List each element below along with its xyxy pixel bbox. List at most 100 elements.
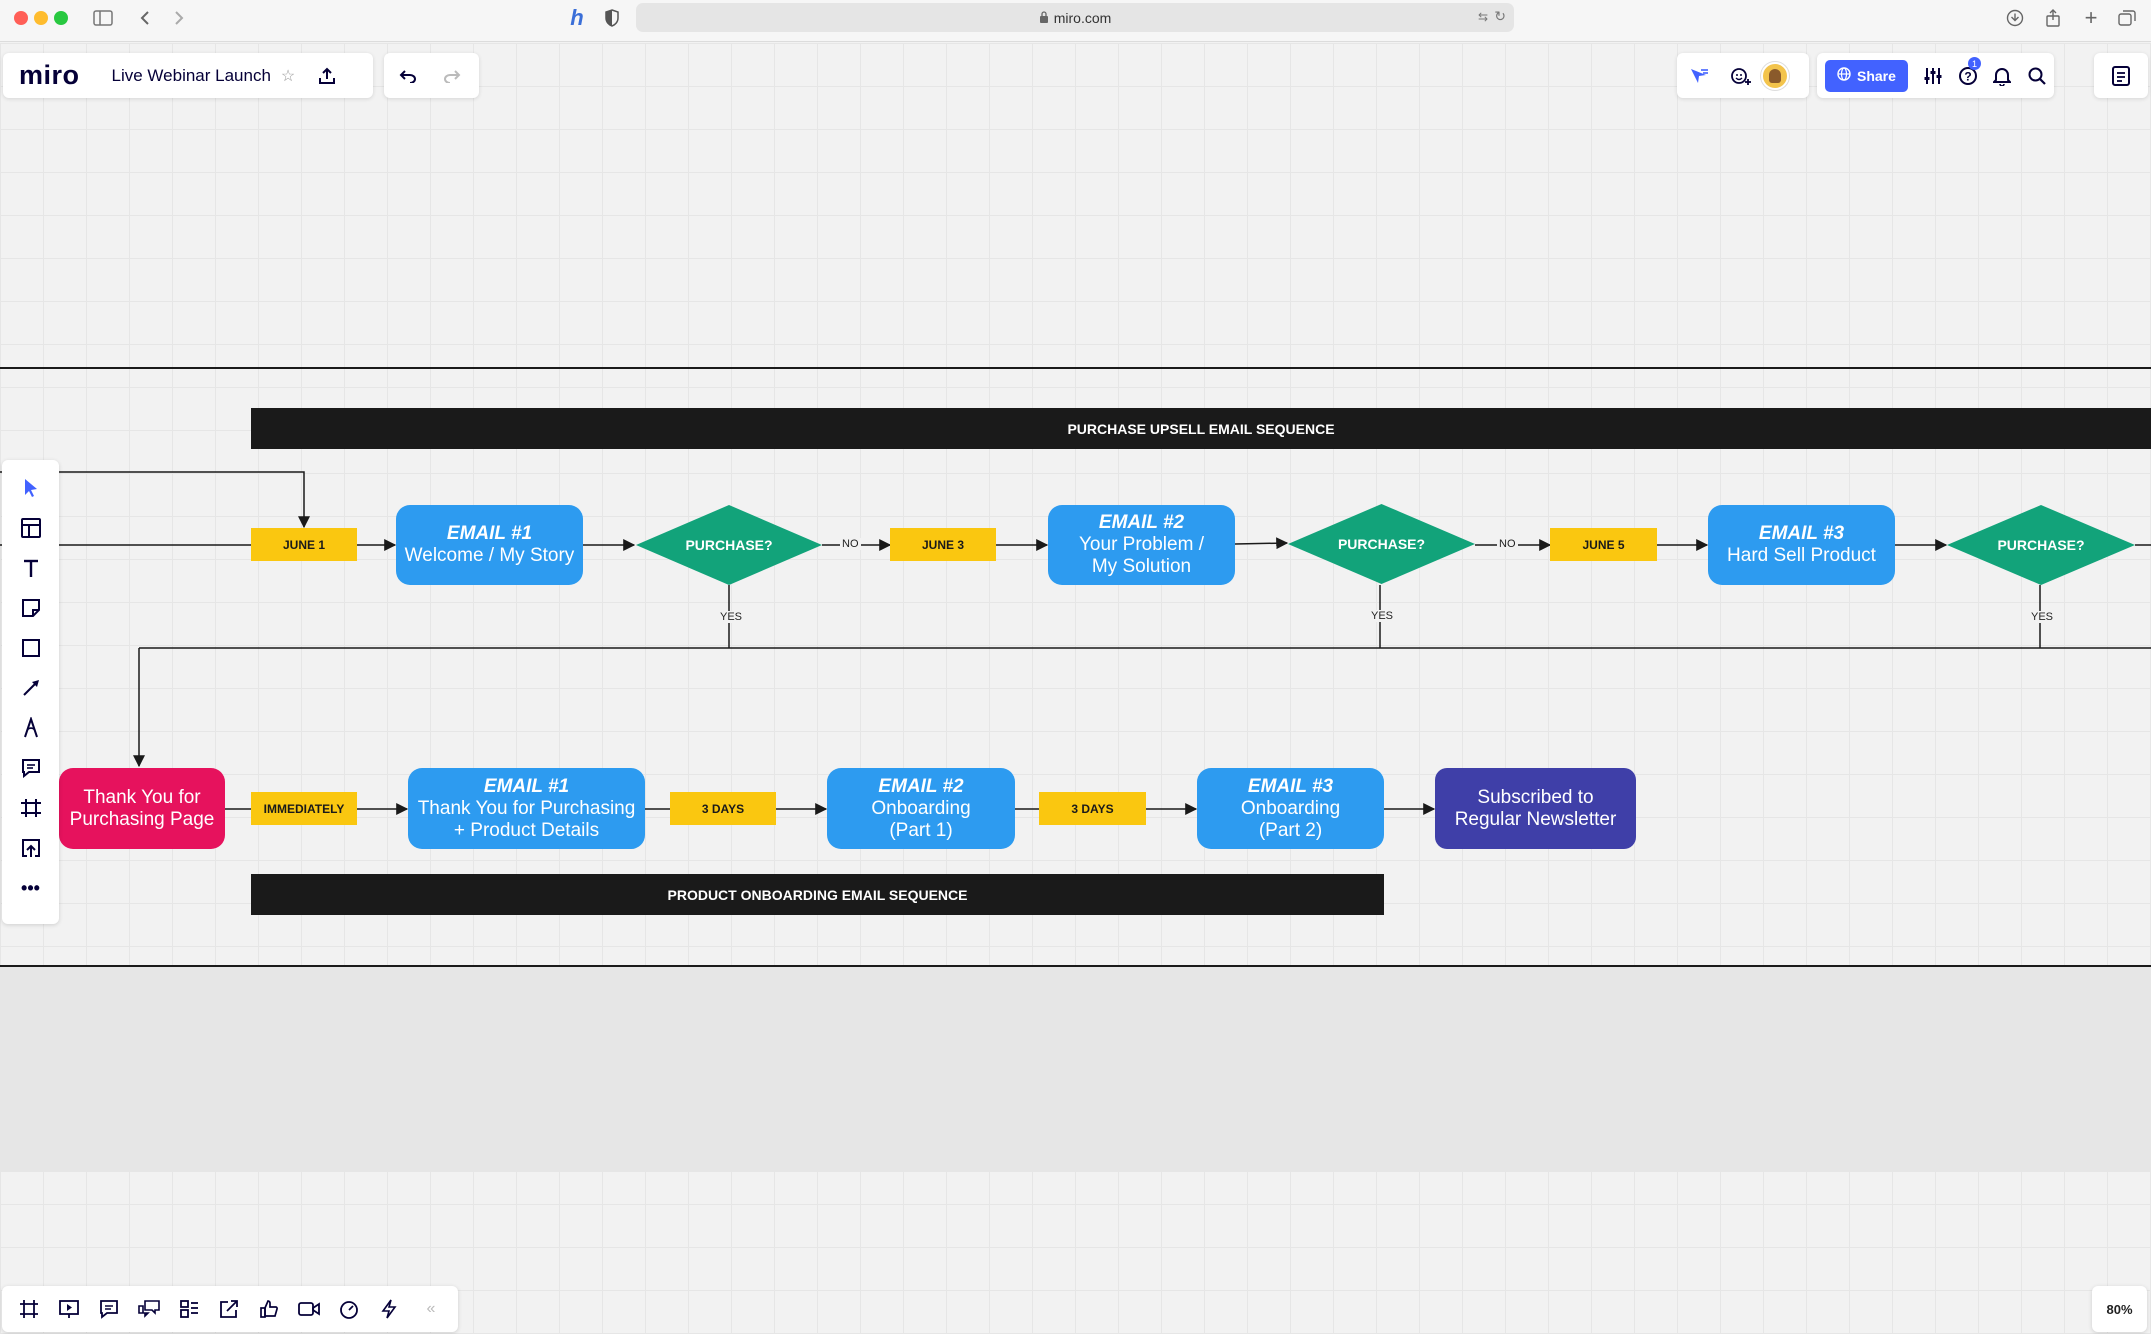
back-icon[interactable]	[136, 6, 154, 30]
forward-icon[interactable]	[170, 6, 188, 30]
more-icon[interactable]: •••	[21, 877, 40, 898]
purchase-decision-3[interactable]: PURCHASE?	[1947, 505, 2135, 585]
onboarding-sequence-header[interactable]: PRODUCT ONBOARDING EMAIL SEQUENCE	[251, 874, 1384, 915]
video-icon[interactable]	[292, 1292, 326, 1326]
invite-collaborator-icon[interactable]	[1721, 53, 1761, 98]
yes-label-2: YES	[1369, 610, 1396, 622]
upsell-sequence-header[interactable]: PURCHASE UPSELL EMAIL SEQUENCE	[251, 408, 2151, 449]
templates-icon[interactable]	[2, 510, 59, 546]
connection-line-icon[interactable]	[2, 670, 59, 706]
onboarding-email-2[interactable]: EMAIL #2 Onboarding (Part 1)	[827, 768, 1015, 849]
avatar[interactable]	[1761, 61, 1789, 90]
onboarding-email-1[interactable]: EMAIL #1 Thank You for Purchasing + Prod…	[408, 768, 645, 849]
new-tab-icon[interactable]: +	[2084, 5, 2098, 30]
star-icon[interactable]: ☆	[280, 67, 296, 85]
search-icon[interactable]	[2019, 53, 2054, 98]
upsell-email-3-title: EMAIL #3	[1758, 523, 1845, 544]
translate-icon[interactable]: ⇆	[1477, 10, 1488, 24]
sticky-note-icon[interactable]	[2, 590, 59, 626]
timing-3-days-2[interactable]: 3 DAYS	[1039, 792, 1146, 825]
cards-icon[interactable]	[172, 1292, 206, 1326]
select-icon[interactable]	[2, 470, 59, 506]
upsell-email-1-body: Welcome / My Story	[404, 545, 575, 566]
comment-icon[interactable]	[2, 750, 59, 786]
collaboration-panel	[1677, 53, 1809, 98]
onboarding-email-3-title: EMAIL #3	[1247, 775, 1334, 797]
honey-extension-icon[interactable]: h	[570, 5, 584, 30]
collapse-icon[interactable]: «	[426, 1300, 436, 1317]
reload-icon[interactable]: ↻	[1494, 8, 1506, 24]
zoom-window-button[interactable]	[54, 11, 68, 25]
onboarding-email-3[interactable]: EMAIL #3 Onboarding (Part 2)	[1197, 768, 1384, 849]
share-screen-icon[interactable]	[212, 1292, 246, 1326]
timing-3-days-1[interactable]: 3 DAYS	[670, 792, 776, 825]
miro-logo[interactable]: miro	[19, 60, 80, 90]
date-label-june-1[interactable]: JUNE 1	[251, 528, 357, 561]
presentation-icon[interactable]	[52, 1292, 86, 1326]
thank-you-page-node[interactable]: Thank You for Purchasing Page	[59, 768, 225, 849]
address-bar[interactable]: miro.com ⇆ ↻	[636, 3, 1514, 32]
canvas-shaded-region	[0, 966, 2151, 1172]
browser-toolbar: h miro.com ⇆ ↻ +	[0, 0, 2151, 42]
upsell-email-3[interactable]: EMAIL #3 Hard Sell Product	[1708, 505, 1895, 585]
lock-icon	[1039, 10, 1049, 26]
purchase-decision-1[interactable]: PURCHASE?	[636, 505, 822, 585]
board-actions-panel: Share ? 1	[1817, 53, 2054, 98]
collaboration-toolbar: «	[2, 1286, 458, 1332]
voting-icon[interactable]	[372, 1292, 406, 1326]
svg-text:?: ?	[1964, 69, 1971, 83]
board-menu-icon[interactable]	[2106, 61, 2136, 91]
chat-icon[interactable]	[132, 1292, 166, 1326]
purchase-decision-2[interactable]: PURCHASE?	[1288, 504, 1475, 584]
minimize-window-button[interactable]	[34, 11, 48, 25]
frames-icon[interactable]	[12, 1292, 46, 1326]
comments-icon[interactable]	[92, 1292, 126, 1326]
zoom-level-indicator[interactable]: 80%	[2092, 1286, 2147, 1332]
settings-sliders-icon[interactable]	[1916, 53, 1951, 98]
upsell-email-3-body: Hard Sell Product	[1727, 545, 1876, 566]
onboarding-email-2-body: Onboarding (Part 1)	[871, 797, 971, 841]
yes-label-3: YES	[2029, 611, 2056, 623]
date-label-june-5[interactable]: JUNE 5	[1550, 528, 1657, 561]
frame-icon[interactable]	[2, 790, 59, 826]
purchase-decision-1-label: PURCHASE?	[685, 537, 773, 553]
tab-overview-icon[interactable]	[2116, 6, 2138, 30]
sidebar-toggle-icon[interactable]	[92, 6, 114, 30]
undo-icon[interactable]	[384, 53, 430, 98]
yes-label-1: YES	[718, 611, 745, 623]
reactions-cursor-icon[interactable]	[1677, 53, 1721, 98]
thank-you-page-label: Thank You for Purchasing Page	[69, 786, 215, 830]
onboarding-email-1-body: Thank You for Purchasing + Product Detai…	[417, 797, 636, 841]
no-label-1: NO	[840, 538, 861, 550]
close-window-button[interactable]	[14, 11, 28, 25]
export-icon[interactable]	[315, 64, 339, 88]
globe-icon	[1837, 67, 1851, 84]
text-icon[interactable]	[2, 550, 59, 586]
pen-icon[interactable]	[2, 710, 59, 746]
upsell-email-2[interactable]: EMAIL #2 Your Problem / My Solution	[1048, 505, 1235, 585]
upload-icon[interactable]	[2, 830, 59, 866]
newsletter-label: Subscribed to Regular Newsletter	[1454, 786, 1617, 830]
date-label-june-3[interactable]: JUNE 3	[890, 528, 996, 561]
help-icon[interactable]: ? 1	[1950, 53, 1985, 98]
redo-icon[interactable]	[430, 53, 476, 98]
privacy-shield-icon[interactable]	[602, 6, 622, 30]
timer-icon[interactable]	[332, 1292, 366, 1326]
reactions-icon[interactable]	[252, 1292, 286, 1326]
upsell-email-1[interactable]: EMAIL #1 Welcome / My Story	[396, 505, 583, 585]
share-button[interactable]: Share	[1825, 59, 1908, 92]
shape-icon[interactable]	[2, 630, 59, 666]
newsletter-node[interactable]: Subscribed to Regular Newsletter	[1435, 768, 1636, 849]
notifications-bell-icon[interactable]	[1985, 53, 2020, 98]
board-title[interactable]: Live Webinar Launch	[111, 65, 271, 85]
upsell-email-2-title: EMAIL #2	[1098, 512, 1185, 533]
downloads-icon[interactable]	[2004, 6, 2026, 30]
share-page-icon[interactable]	[2042, 6, 2064, 30]
creation-toolbar: •••	[2, 460, 59, 924]
timing-immediately[interactable]: IMMEDIATELY	[251, 792, 357, 825]
purchase-decision-2-label: PURCHASE?	[1337, 536, 1426, 552]
board-header-panel: miro Live Webinar Launch ☆	[3, 53, 373, 98]
onboarding-email-3-body: Onboarding (Part 2)	[1240, 797, 1341, 841]
board-canvas[interactable]	[0, 43, 2151, 1334]
undo-redo-panel	[384, 53, 479, 98]
